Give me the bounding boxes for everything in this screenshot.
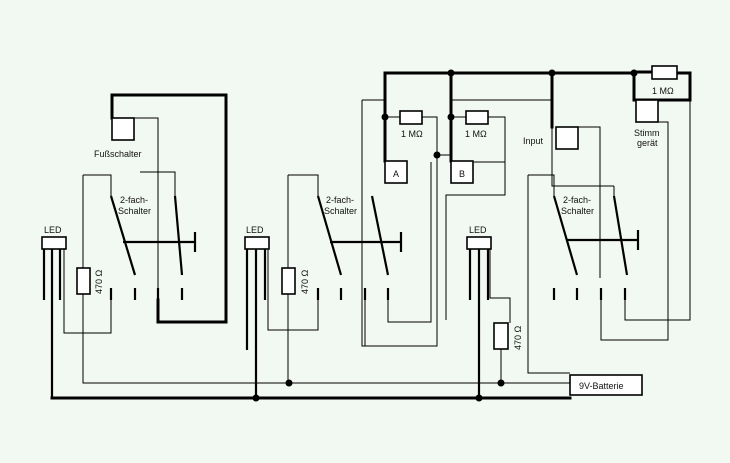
led-1 bbox=[41, 236, 67, 398]
footswitch-jack bbox=[111, 117, 135, 141]
led-3 bbox=[466, 236, 492, 398]
resistor-470-1 bbox=[76, 248, 91, 308]
battery-label: 9V-Batterie bbox=[579, 381, 624, 391]
led-3-label: LED bbox=[469, 225, 487, 235]
resistor-1m-b-label: 1 MΩ bbox=[465, 129, 487, 139]
tuner-label-line2: gerät bbox=[637, 138, 658, 148]
footswitch-loop bbox=[110, 93, 228, 324]
jack-b-label: B bbox=[459, 169, 465, 179]
led-2-label: LED bbox=[246, 225, 264, 235]
led-1-label: LED bbox=[44, 225, 62, 235]
tuner-jack bbox=[635, 99, 659, 123]
jack-b bbox=[450, 160, 474, 184]
tuner-label-line1: Stimm bbox=[634, 128, 660, 138]
resistor-470-3 bbox=[493, 322, 509, 383]
resistor-1m-a bbox=[399, 110, 423, 125]
switch-1-label-line2: Schalter bbox=[118, 206, 151, 216]
jack-a-label: A bbox=[393, 169, 399, 179]
resistor-1m-a-label: 1 MΩ bbox=[401, 129, 423, 139]
led-2 bbox=[244, 236, 270, 398]
switch-3 bbox=[489, 174, 640, 374]
resistor-1m-b bbox=[465, 110, 489, 125]
switch-1-label-line1: 2-fach- bbox=[120, 195, 148, 205]
input-label: Input bbox=[523, 136, 544, 146]
input-jack bbox=[555, 126, 579, 150]
switch-3-label-line2: Schalter bbox=[561, 206, 594, 216]
resistor-470-3-label: 470 Ω bbox=[513, 325, 523, 350]
resistor-470-2-label: 470 Ω bbox=[300, 269, 310, 294]
junctions bbox=[252, 69, 638, 402]
switch-3-label-line1: 2-fach- bbox=[563, 195, 591, 205]
resistor-470-2 bbox=[281, 267, 296, 295]
battery bbox=[569, 374, 643, 396]
resistor-1m-tuner bbox=[651, 65, 678, 80]
footswitch-label: Fußschalter bbox=[94, 149, 142, 159]
resistor-470-1-label: 470 Ω bbox=[94, 269, 104, 294]
resistor-1m-tuner-label: 1 MΩ bbox=[652, 86, 674, 96]
jack-a bbox=[384, 160, 408, 184]
switch-2-label-line2: Schalter bbox=[324, 206, 357, 216]
switch-2-label-line1: 2-fach- bbox=[326, 195, 354, 205]
